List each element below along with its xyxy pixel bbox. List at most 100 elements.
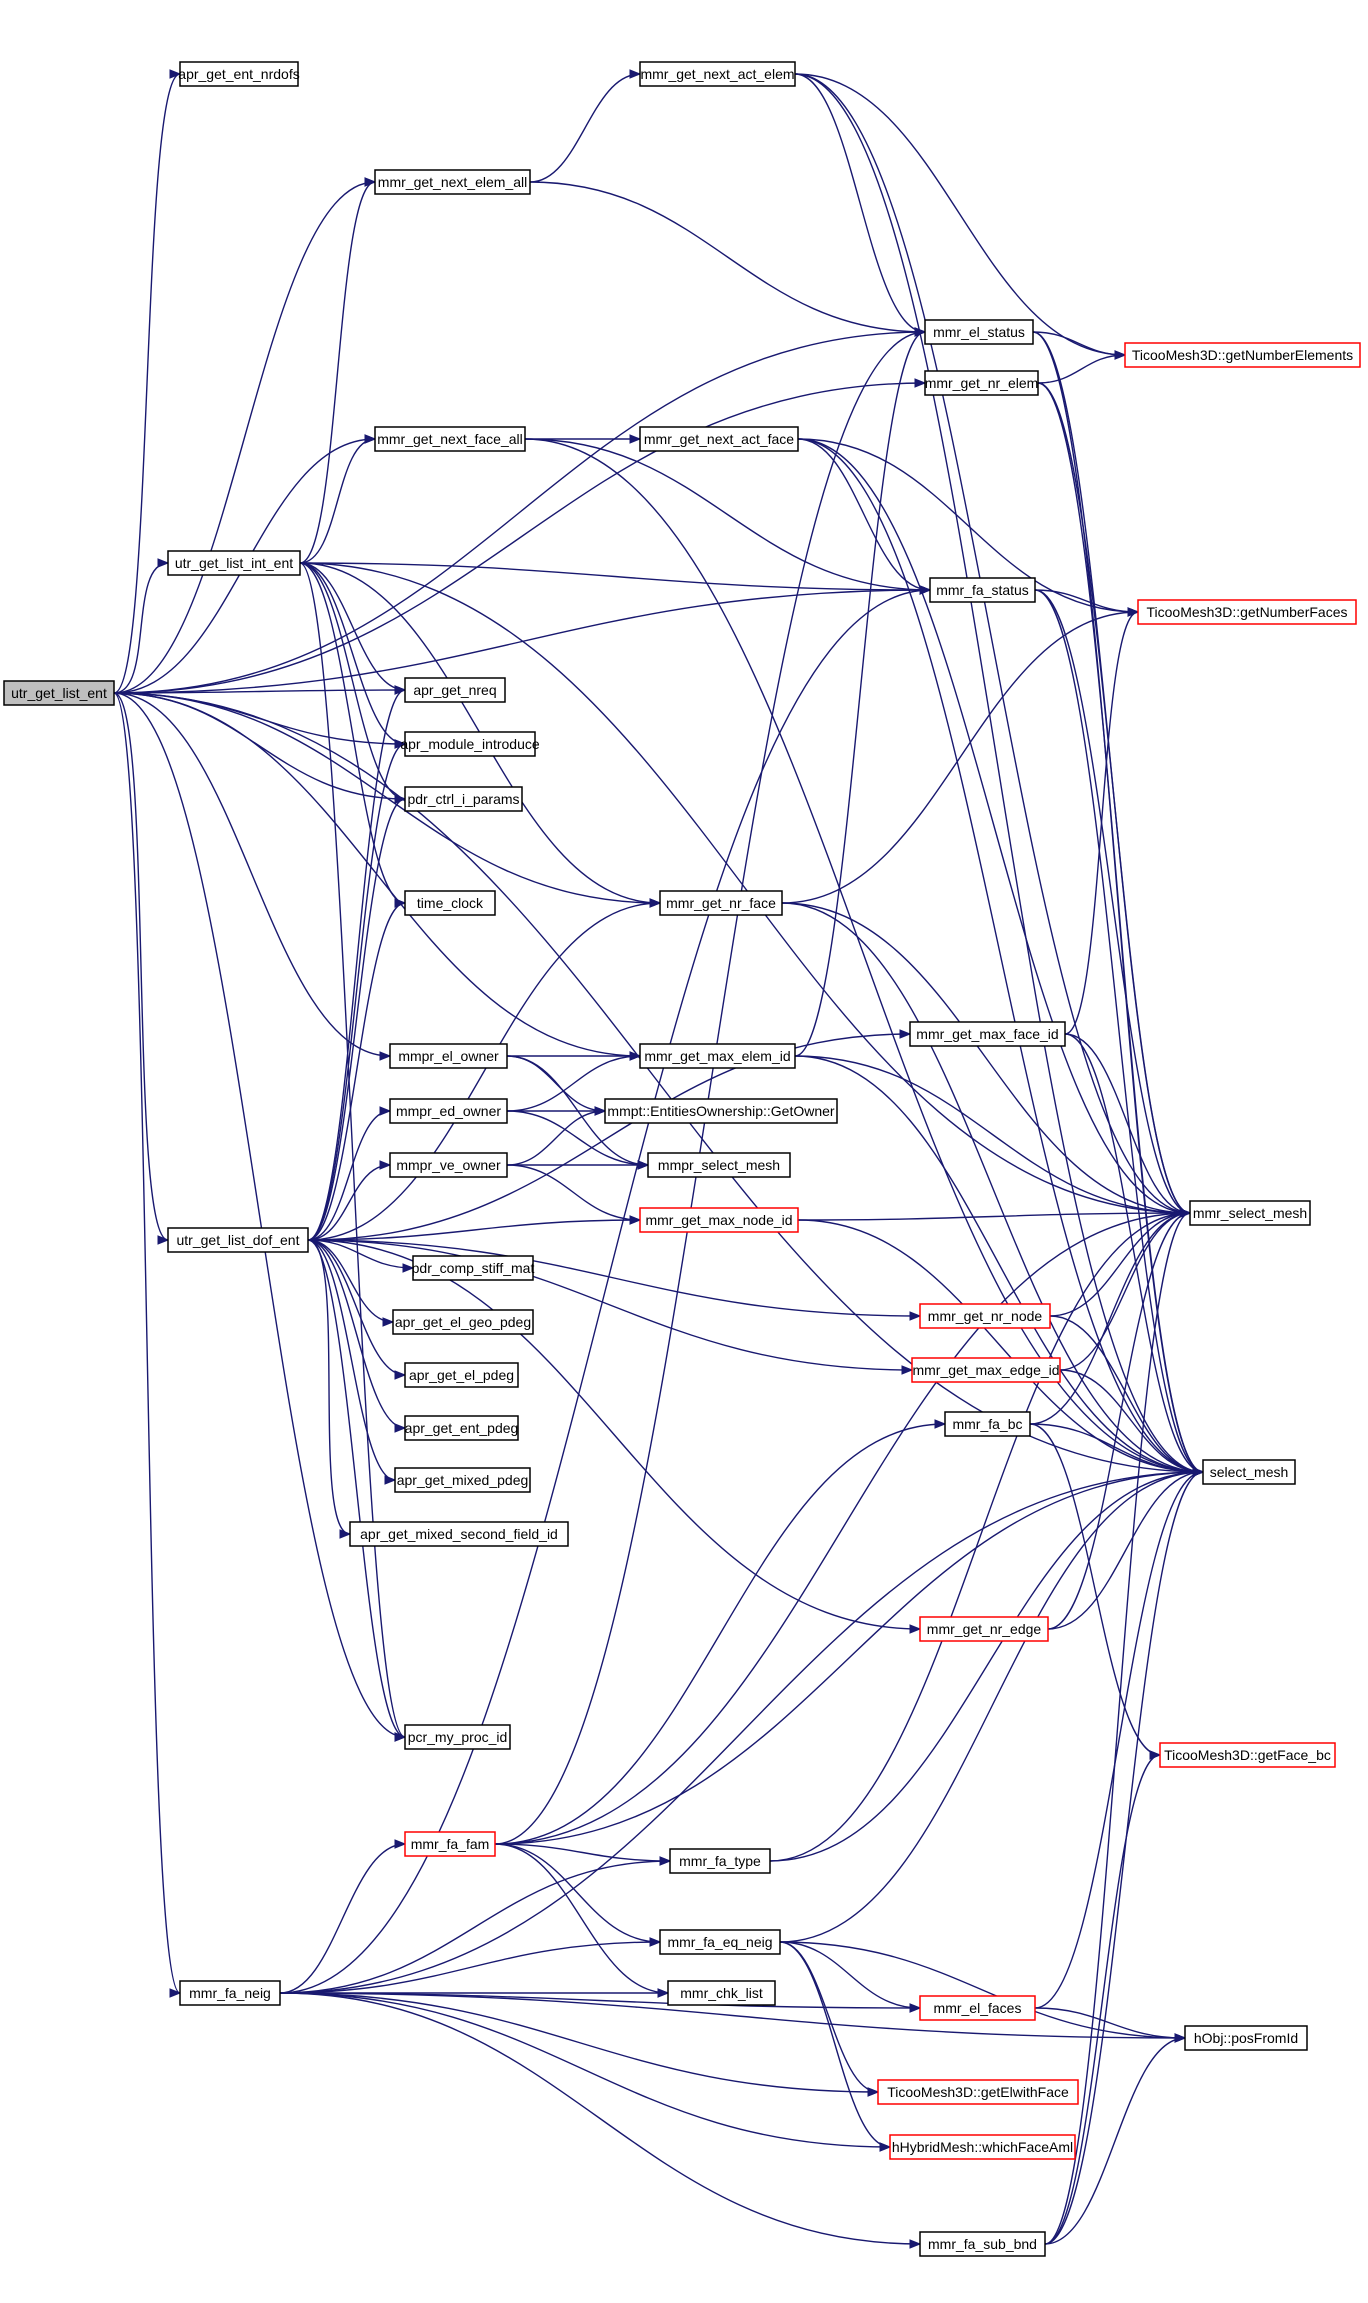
node-box bbox=[1202, 1459, 1296, 1485]
arrowhead-mmr_get_max_face_id-to-TicooMesh3D_getNumberFaces bbox=[1127, 607, 1140, 617]
node-TicooMesh3D_getNumberFaces[interactable]: TicooMesh3D::getNumberFaces bbox=[1137, 599, 1357, 625]
node-mmr_fa_fam[interactable]: mmr_fa_fam bbox=[404, 1831, 496, 1857]
node-label: mmpr_select_mesh bbox=[658, 1157, 780, 1173]
edge-layer bbox=[113, 73, 1204, 2245]
node-mmr_fa_sub_bnd[interactable]: mmr_fa_sub_bnd bbox=[919, 2231, 1046, 2257]
node-TicooMesh3D_getNumberElements[interactable]: TicooMesh3D::getNumberElements bbox=[1124, 342, 1361, 368]
node-mmpt_EntitiesOwnership_GetOwner[interactable]: mmpt::EntitiesOwnership::GetOwner bbox=[604, 1098, 838, 1124]
edge-mmr_get_next_act_face-to-TicooMesh3D_getNumberFaces bbox=[797, 438, 1139, 613]
node-TicooMesh3D_getFace_bc[interactable]: TicooMesh3D::getFace_bc bbox=[1159, 1742, 1336, 1768]
edge-mmr_fa_sub_bnd-to-select_mesh bbox=[1044, 1471, 1204, 2245]
arrowhead-utr_get_list_dof_ent-to-pcr_my_proc_id bbox=[394, 1732, 407, 1742]
node-mmr_get_max_node_id[interactable]: mmr_get_max_node_id bbox=[639, 1207, 799, 1233]
arrowhead-mmr_fa_fam-to-mmr_fa_bc bbox=[934, 1419, 947, 1429]
node-box bbox=[392, 1309, 534, 1335]
edge-mmr_get_nr_edge-to-select_mesh bbox=[1047, 1471, 1204, 1630]
node-utr_get_list_dof_ent[interactable]: utr_get_list_dof_ent bbox=[167, 1227, 309, 1253]
edge-utr_get_list_dof_ent-to-pdr_ctrl_i_params bbox=[307, 798, 406, 1241]
node-mmr_fa_bc[interactable]: mmr_fa_bc bbox=[944, 1411, 1031, 1437]
node-mmr_get_max_face_id[interactable]: mmr_get_max_face_id bbox=[909, 1021, 1066, 1047]
arrowhead-mmr_fa_neig-to-mmr_fa_fam bbox=[394, 1839, 407, 1849]
node-mmr_select_mesh[interactable]: mmr_select_mesh bbox=[1189, 1200, 1311, 1226]
node-box bbox=[179, 1980, 281, 2006]
arrowhead-mmr_fa_sub_bnd-to-select_mesh bbox=[1192, 1467, 1205, 1477]
node-box bbox=[404, 1724, 511, 1750]
node-pcr_my_proc_id[interactable]: pcr_my_proc_id bbox=[404, 1724, 511, 1750]
node-apr_get_mixed_pdeg[interactable]: apr_get_mixed_pdeg bbox=[394, 1467, 531, 1493]
arrowhead-utr_get_list_dof_ent-to-mmpr_ve_owner bbox=[379, 1160, 392, 1170]
node-label: mmr_get_nr_node bbox=[928, 1308, 1043, 1324]
node-mmr_fa_neig[interactable]: mmr_fa_neig bbox=[179, 1980, 281, 2006]
node-utr_get_list_ent[interactable]: utr_get_list_ent bbox=[3, 680, 115, 706]
node-hHybridMesh_whichFaceAml[interactable]: hHybridMesh::whichFaceAml bbox=[889, 2134, 1076, 2160]
node-mmr_el_status[interactable]: mmr_el_status bbox=[924, 319, 1034, 345]
edge-mmr_get_nr_elem-to-select_mesh bbox=[1037, 382, 1204, 1473]
arrowhead-utr_get_list_dof_ent-to-mmr_get_max_edge_id bbox=[901, 1365, 914, 1375]
node-mmr_chk_list[interactable]: mmr_chk_list bbox=[667, 1980, 776, 2006]
node-box bbox=[374, 426, 526, 452]
node-pdr_comp_stiff_mat[interactable]: pdr_comp_stiff_mat bbox=[412, 1255, 535, 1281]
edge-utr_get_list_int_ent-to-apr_get_nreq bbox=[299, 562, 406, 691]
node-time_clock[interactable]: time_clock bbox=[404, 890, 496, 916]
node-mmr_get_nr_face[interactable]: mmr_get_nr_face bbox=[659, 890, 783, 916]
node-label: mmr_select_mesh bbox=[1193, 1205, 1307, 1221]
node-select_mesh[interactable]: select_mesh bbox=[1202, 1459, 1296, 1485]
arrowhead-layer bbox=[157, 69, 1205, 2249]
node-label: mmr_el_faces bbox=[934, 2000, 1022, 2016]
node-utr_get_list_int_ent[interactable]: utr_get_list_int_ent bbox=[167, 550, 301, 576]
node-TicooMesh3D_getElwithFace[interactable]: TicooMesh3D::getElwithFace bbox=[877, 2079, 1079, 2105]
node-box bbox=[1137, 599, 1357, 625]
arrowhead-utr_get_list_dof_ent-to-mmr_get_max_node_id bbox=[629, 1215, 642, 1225]
node-mmpr_ed_owner[interactable]: mmpr_ed_owner bbox=[389, 1098, 508, 1124]
arrowhead-utr_get_list_ent-to-mmr_fa_neig bbox=[169, 1988, 182, 1998]
arrowhead-mmpr_ed_owner-to-mmr_get_max_elem_id bbox=[629, 1051, 642, 1061]
node-apr_module_introduce[interactable]: apr_module_introduce bbox=[400, 731, 540, 757]
edge-mmr_get_next_act_elem-to-mmr_el_status bbox=[794, 73, 926, 333]
node-mmr_get_next_elem_all[interactable]: mmr_get_next_elem_all bbox=[374, 169, 531, 195]
arrowhead-mmr_fa_sub_bnd-to-mmr_select_mesh bbox=[1179, 1208, 1192, 1218]
node-box bbox=[179, 61, 299, 87]
node-apr_get_el_geo_pdeg[interactable]: apr_get_el_geo_pdeg bbox=[392, 1309, 534, 1335]
node-apr_get_ent_pdeg[interactable]: apr_get_ent_pdeg bbox=[404, 1415, 519, 1441]
edge-utr_get_list_dof_ent-to-mmr_get_max_node_id bbox=[307, 1219, 641, 1241]
edge-utr_get_list_int_ent-to-pcr_my_proc_id bbox=[299, 562, 406, 1738]
node-mmr_get_next_act_face[interactable]: mmr_get_next_act_face bbox=[639, 426, 799, 452]
node-box bbox=[924, 370, 1039, 396]
node-mmr_get_next_face_all[interactable]: mmr_get_next_face_all bbox=[374, 426, 526, 452]
node-mmr_get_nr_elem[interactable]: mmr_get_nr_elem bbox=[924, 370, 1039, 396]
edge-utr_get_list_dof_ent-to-apr_get_el_pdeg bbox=[307, 1239, 406, 1376]
node-box bbox=[667, 1980, 776, 2006]
node-mmr_el_faces[interactable]: mmr_el_faces bbox=[919, 1995, 1036, 2021]
edge-mmr_fa_neig-to-hHybridMesh_whichFaceAml bbox=[279, 1992, 891, 2148]
edge-mmr_get_max_edge_id-to-select_mesh bbox=[1059, 1369, 1204, 1473]
node-mmpr_select_mesh[interactable]: mmpr_select_mesh bbox=[647, 1152, 791, 1178]
node-mmr_fa_eq_neig[interactable]: mmr_fa_eq_neig bbox=[659, 1929, 781, 1955]
edge-utr_get_list_int_ent-to-pdr_ctrl_i_params bbox=[299, 562, 406, 800]
edge-mmr_get_nr_elem-to-TicooMesh3D_getNumberElements bbox=[1037, 354, 1126, 384]
node-mmr_fa_status[interactable]: mmr_fa_status bbox=[929, 577, 1036, 603]
node-mmpr_el_owner[interactable]: mmpr_el_owner bbox=[389, 1043, 508, 1069]
node-label: apr_get_el_geo_pdeg bbox=[395, 1314, 531, 1330]
node-apr_get_nreq[interactable]: apr_get_nreq bbox=[404, 677, 506, 703]
node-mmr_get_max_elem_id[interactable]: mmr_get_max_elem_id bbox=[639, 1043, 796, 1069]
node-apr_get_ent_nrdofs[interactable]: apr_get_ent_nrdofs bbox=[178, 61, 300, 87]
node-box bbox=[639, 1207, 799, 1233]
node-box bbox=[389, 1043, 508, 1069]
node-label: utr_get_list_dof_ent bbox=[177, 1232, 300, 1248]
node-label: mmpr_ed_owner bbox=[396, 1103, 501, 1119]
node-mmr_fa_type[interactable]: mmr_fa_type bbox=[669, 1848, 771, 1874]
node-hObj_posFromId[interactable]: hObj::posFromId bbox=[1184, 2025, 1308, 2051]
node-label: hHybridMesh::whichFaceAml bbox=[892, 2139, 1073, 2155]
arrowhead-mmr_fa_neig-to-mmr_fa_sub_bnd bbox=[909, 2239, 922, 2249]
node-apr_get_el_pdeg[interactable]: apr_get_el_pdeg bbox=[404, 1362, 519, 1388]
edge-mmr_fa_fam-to-mmr_chk_list bbox=[494, 1843, 669, 1994]
node-apr_get_mixed_second_field_id[interactable]: apr_get_mixed_second_field_id bbox=[349, 1521, 569, 1547]
node-mmr_get_max_edge_id[interactable]: mmr_get_max_edge_id bbox=[911, 1357, 1061, 1383]
node-mmr_get_nr_edge[interactable]: mmr_get_nr_edge bbox=[919, 1616, 1049, 1642]
node-mmr_get_next_act_elem[interactable]: mmr_get_next_act_elem bbox=[639, 61, 796, 87]
node-pdr_ctrl_i_params[interactable]: pdr_ctrl_i_params bbox=[404, 786, 523, 812]
arrowhead-utr_get_list_dof_ent-to-apr_get_el_geo_pdeg bbox=[382, 1317, 395, 1327]
node-mmpr_ve_owner[interactable]: mmpr_ve_owner bbox=[389, 1152, 508, 1178]
node-mmr_get_nr_node[interactable]: mmr_get_nr_node bbox=[919, 1303, 1051, 1329]
arrowhead-utr_get_list_ent-to-utr_get_list_dof_ent bbox=[157, 1235, 170, 1245]
